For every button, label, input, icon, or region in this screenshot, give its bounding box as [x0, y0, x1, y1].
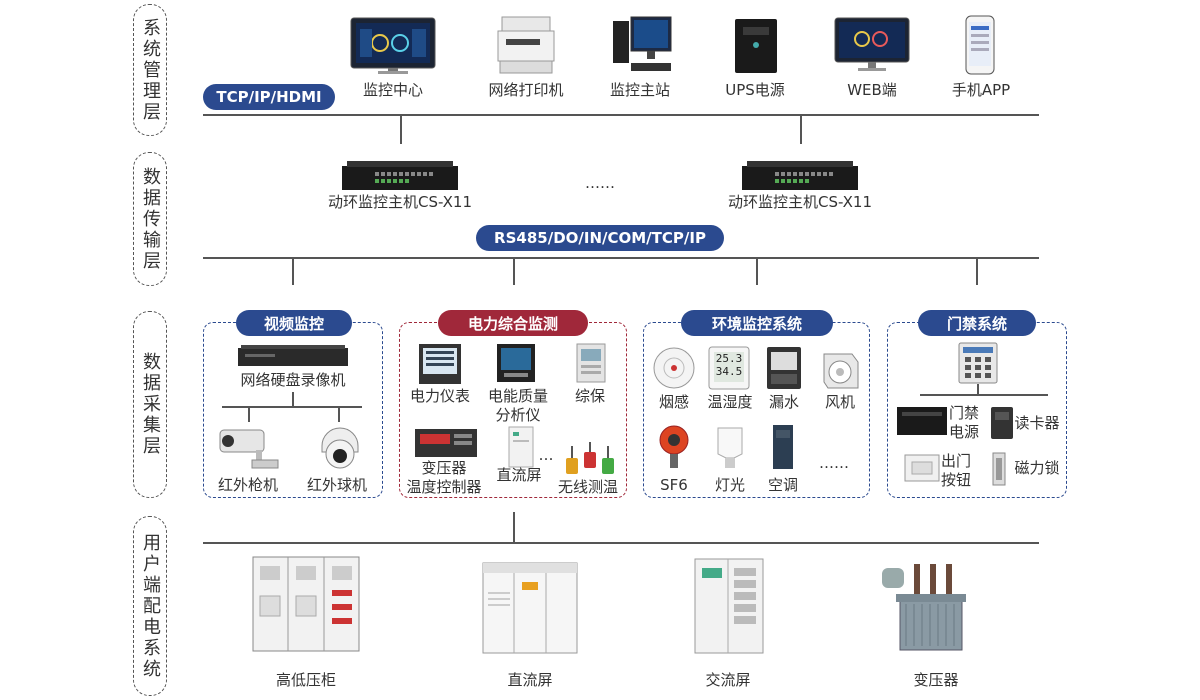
wireless-temp-sensor-icon [566, 442, 614, 474]
transformer-label: 变压器 [913, 671, 959, 689]
bullet-camera-icon [219, 429, 279, 469]
keypad-icon [958, 342, 998, 384]
access-power-icon [897, 407, 947, 435]
transmission-protocol-pill: RS485/DO/IN/COM/TCP/IP [476, 225, 724, 251]
host-label-2: 动环监控主机CS-X11 [727, 193, 873, 211]
printer-icon [497, 16, 555, 74]
dome-camera-icon [321, 427, 359, 469]
water-leak-label: 漏水 [768, 393, 799, 411]
temp-display-value: 25.3 [715, 352, 743, 365]
connector-line [400, 114, 402, 144]
sf6-sensor-icon [659, 425, 689, 468]
dc-screen-label: 直流屏 [507, 671, 553, 689]
web-monitor-icon [834, 17, 910, 71]
layer-label-management: 系统管理层 [133, 4, 167, 136]
air-conditioner-label: 空调 [767, 476, 798, 494]
host-device-icon [742, 161, 858, 190]
workstation-icon [613, 16, 672, 71]
dc-panel-label: 直流屏 [496, 466, 542, 484]
nvr-icon [238, 345, 348, 366]
connector-line [977, 384, 979, 394]
host-label-1: 动环监控主机CS-X11 [327, 193, 473, 211]
bullet-camera-label: 红外枪机 [217, 476, 278, 494]
video-branch-line [222, 406, 362, 408]
device-label-phone-app: 手机APP [951, 81, 1011, 99]
magnetic-lock-icon [992, 452, 1006, 486]
host-device-icon [342, 161, 458, 190]
fan-icon [823, 353, 859, 389]
switchgear-label: 高低压柜 [275, 671, 336, 689]
distribution-bus-line [203, 542, 1039, 544]
device-label-ups: UPS电源 [725, 81, 785, 99]
connector-line [513, 257, 515, 285]
exit-button-label: 出门 按钮 [940, 452, 971, 489]
device-label-master-station: 监控主站 [609, 81, 670, 99]
access-power-label: 门禁 电源 [948, 404, 979, 441]
light-bulb-icon [717, 427, 743, 468]
sf6-label: SF6 [660, 476, 688, 494]
magnetic-lock-label: 磁力锁 [1014, 459, 1060, 477]
transformer-temp-controller-label: 变压器 温度控制器 [406, 459, 482, 496]
ups-icon [735, 19, 777, 73]
device-label-web: WEB端 [847, 81, 897, 99]
access-title-pill: 门禁系统 [918, 310, 1036, 336]
temp-humidity-label: 温湿度 [707, 393, 753, 411]
environment-ellipsis: …… [819, 454, 849, 472]
relay-protection-icon [576, 343, 606, 383]
dc-screen-cabinet-icon [482, 562, 578, 654]
power-meter-icon [419, 344, 461, 384]
layer-label-distribution: 用户端配电系统 [133, 516, 167, 696]
connector-line [513, 512, 515, 542]
quality-analyzer-icon [497, 344, 535, 382]
quality-analyzer-label: 电能质量 分析仪 [487, 387, 548, 424]
power-meter-label: 电力仪表 [409, 387, 470, 405]
transformer-temp-controller-icon [415, 429, 477, 457]
access-branch-line [920, 394, 1048, 396]
connector-line [800, 114, 802, 144]
dc-panel-icon [508, 426, 534, 468]
connector-line [248, 406, 250, 422]
video-title-pill: 视频监控 [236, 310, 352, 336]
connector-line [338, 406, 340, 422]
humidity-display-value: 34.5 [715, 365, 743, 378]
transformer-icon [882, 564, 966, 651]
management-bus-line [203, 114, 1039, 116]
transmission-ellipsis: …… [585, 174, 615, 192]
connector-line [292, 392, 294, 406]
ac-screen-label: 交流屏 [705, 671, 751, 689]
environment-title-pill: 环境监控系统 [681, 310, 833, 336]
layer-label-transmission: 数据传输层 [133, 152, 167, 286]
fan-label: 风机 [824, 393, 855, 411]
monitor-dashboard-icon [350, 17, 436, 74]
transmission-bus-line [203, 257, 1039, 259]
connector-line [756, 257, 758, 285]
management-protocol-pill: TCP/IP/HDMI [203, 84, 335, 110]
temp-humidity-display: 25.3 34.5 [714, 352, 744, 378]
phone-icon [965, 15, 995, 75]
smoke-detector-icon [653, 347, 695, 389]
device-label-printer: 网络打印机 [488, 81, 564, 99]
wireless-temp-label: 无线测温 [557, 478, 618, 496]
smoke-label: 烟感 [658, 393, 689, 411]
water-leak-icon [767, 347, 801, 389]
temp-humidity-icon [708, 346, 750, 390]
card-reader-label: 读卡器 [1014, 414, 1060, 432]
power-ellipsis: … [538, 446, 554, 464]
air-conditioner-icon [773, 425, 793, 469]
switchgear-cabinet-icon [252, 556, 360, 652]
layer-label-acquisition: 数据采集层 [133, 311, 167, 498]
dome-camera-label: 红外球机 [306, 476, 367, 494]
exit-button-icon [904, 454, 940, 482]
relay-protection-label: 综保 [574, 387, 605, 405]
connector-line [292, 257, 294, 285]
card-reader-icon [991, 407, 1013, 439]
nvr-label: 网络硬盘录像机 [240, 371, 346, 389]
light-label: 灯光 [714, 476, 745, 494]
device-label-monitor-center: 监控中心 [362, 81, 423, 99]
ac-screen-cabinet-icon [694, 558, 764, 654]
connector-line [976, 257, 978, 285]
power-title-pill: 电力综合监测 [438, 310, 588, 336]
